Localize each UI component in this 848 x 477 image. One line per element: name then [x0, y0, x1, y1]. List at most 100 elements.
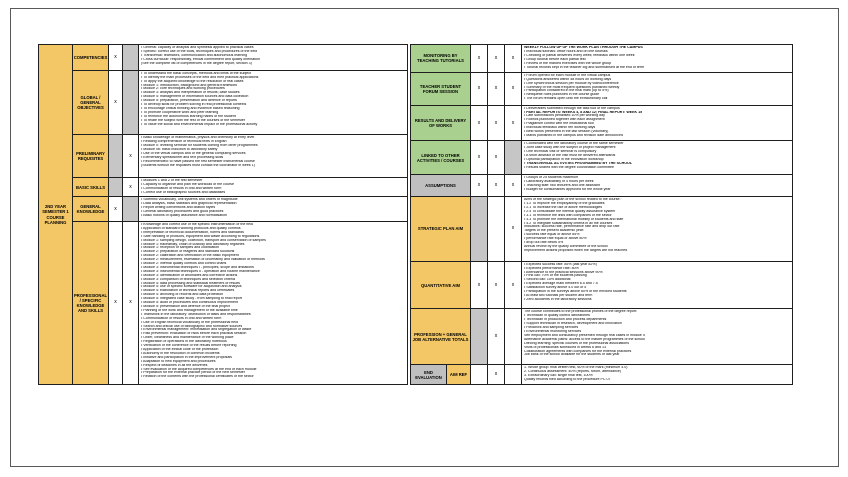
side-label-line: COURSE	[46, 214, 65, 220]
marker-mark: x	[114, 53, 117, 60]
text-line: • To develop skills for problem solving …	[141, 103, 247, 107]
marker-mark: x	[511, 85, 515, 92]
marker-cell: x	[488, 365, 505, 385]
text-line: • Rubrics published together with each a…	[524, 118, 605, 122]
text-line: • To apply the acquired knowledge to the…	[141, 79, 244, 83]
marker-cell: x	[488, 45, 505, 72]
marker-mark: x	[114, 205, 117, 212]
text-line: The course contributes to the profession…	[524, 310, 638, 314]
notes-cell: • Expected success rate: 85% (last year …	[522, 262, 792, 309]
marker-mark: x	[477, 281, 481, 288]
text-line: • Module 4: management of information so…	[141, 95, 249, 99]
marker-cell: x	[109, 70, 123, 135]
marker-cell: x	[471, 72, 488, 105]
marker-cell	[505, 141, 522, 175]
notes-cell: • Modules 1 and 2 of the first semester •…	[139, 178, 407, 196]
text-line: • Verification of the coherence of the r…	[141, 344, 237, 348]
row-label-text: ASSUMPTIONS	[425, 183, 456, 189]
text-line: • Deliverables submitted through the tas…	[524, 106, 620, 110]
marker-cell: x	[123, 221, 139, 384]
text-line: 2. Continuous assessment: 40% (reports, …	[524, 370, 622, 374]
table-row: PROFESSIONAL / SPECIFIC KNOWLEDGE AND SK…	[73, 221, 407, 384]
text-line: • Budget for consumables approved for th…	[524, 187, 611, 191]
marker-cell	[471, 365, 488, 385]
text-line: Indicators: success rate, performance ra…	[524, 225, 620, 229]
notes-cell: • Coordinated with the laboratory course…	[522, 141, 792, 174]
notes-cell: • Deliverables submitted through the tas…	[522, 106, 792, 141]
notes-cell: The course contributes to the profession…	[522, 309, 792, 364]
marker-mark: x	[511, 54, 515, 61]
text-line: • Application of standard working protoc…	[141, 226, 241, 230]
row-label: STRATEGIC PLAN AIM	[411, 197, 471, 261]
text-line: • To promote cooperative work and peer l…	[141, 110, 219, 114]
marker-cell	[471, 309, 488, 365]
text-line: • Risk prevention: evaluation of risks b…	[141, 332, 247, 336]
text-line: • success rate equal or above 85%	[524, 233, 580, 237]
text-line: • Report writing conventions and citatio…	[141, 205, 216, 209]
text-line: • Scientific vocabulary, unit systems an…	[141, 198, 238, 202]
text-line: • Reading comprehension of technical tex…	[141, 140, 227, 144]
sheet-border	[10, 8, 839, 467]
marker-cell: x	[109, 197, 123, 221]
text-line: • Groups of 25 students maximum	[524, 176, 579, 180]
text-line: • General: capacity of analysis and synt…	[141, 46, 254, 49]
row-label-text: STRATEGIC PLAN AIM	[417, 226, 464, 232]
marker-mark: x	[511, 281, 515, 288]
text-line: • Tutorial records kept in the teacher l…	[524, 65, 645, 69]
text-line: • TRANSVERSAL ACTIVITIES PROGRAMMED BY T…	[524, 161, 633, 165]
text-line: • Module 2: core techniques and working …	[141, 87, 225, 91]
text-line: • Module 3: instrumental techniques I - …	[141, 265, 254, 269]
marker-mark: x	[494, 54, 498, 61]
text-line: • A short abstract of the visit must be …	[524, 154, 616, 158]
text-line: • 3.1 To reinforce the links with compan…	[524, 213, 612, 217]
row-label: END EVALUATION	[411, 365, 447, 385]
text-line: Self employment and consultancy presente…	[524, 333, 645, 337]
text-line: • Participation in the surveys above 60%…	[524, 290, 627, 294]
text-line: • Module 3: identification of anomalies …	[141, 273, 238, 277]
marker-cell: x	[488, 175, 505, 197]
text-line: • Correct use of bibliographic sources a…	[141, 190, 226, 194]
table-row: COMPETENCIES x • General: capacity of anal…	[73, 45, 407, 71]
text-line: • Netiquette rules published in the cour…	[524, 93, 600, 97]
marker-mark: x	[129, 152, 132, 159]
text-line: WEEKLY FOLLOW UP OF THE WORK PLAN THROUG…	[524, 46, 643, 49]
text-line: • Coordinated with the laboratory course…	[524, 142, 624, 146]
notes-cell: WEEKLY FOLLOW UP OF THE WORK PLAN THROUG…	[522, 45, 792, 72]
text-line: • Module 4: use of specific software for…	[141, 285, 242, 289]
text-line: • To relate the subject with the rest of…	[141, 118, 246, 122]
row-label-text: GENERAL KNOWLEDGE	[76, 204, 105, 215]
text-line: • Communication of results in oral and w…	[141, 187, 222, 191]
marker-cell: x	[488, 105, 505, 141]
text-line: • Autonomy in the resolution of common i…	[141, 351, 220, 355]
marker-cell: x	[505, 72, 522, 105]
text-line: • Initiative and participation in the im…	[141, 355, 232, 359]
marker-cell	[123, 197, 139, 221]
marker-mark: x	[129, 299, 132, 306]
text-line: • Knowledge and correct use of the speci…	[141, 222, 253, 226]
text-line: Quality records filed according to the p…	[524, 377, 611, 381]
text-line: • To understand the basic concepts, meth…	[141, 71, 252, 75]
text-line: • Modules 1 and 2 of the first semester	[141, 179, 203, 183]
text-line: • 2.4 To consolidate the internal qualit…	[524, 209, 616, 213]
marker-cell: x	[123, 178, 139, 197]
text-line: • Optional participation in the innovati…	[524, 158, 604, 162]
marker-mark: x	[129, 183, 132, 190]
text-line: • Planning of the work and management of…	[141, 308, 238, 312]
row-label: COMPETENCIES	[73, 45, 109, 70]
row-label-text: END EVALUATION	[415, 369, 442, 380]
row-label: GLOBAL / GENERAL OBJECTIVES	[73, 70, 109, 135]
text-line: • 3.3 To promote the international mobil…	[524, 217, 624, 221]
marker-mark: x	[494, 182, 498, 189]
text-line: • Fieldwork and sampling services	[524, 326, 579, 330]
text-line: • The forum remains open until the extra…	[524, 97, 608, 101]
text-line: • Environmental management: minimisation…	[141, 328, 252, 332]
text-line: • Laboratory availability of 4 hours per…	[524, 180, 594, 184]
text-line: • Module 0: levelling seminar for studen…	[141, 144, 258, 148]
marker-mark: x	[511, 182, 515, 189]
text-line: • One technical visit or seminar is comp…	[524, 150, 597, 154]
text-line: • Individual tutorials: office hours and…	[524, 49, 608, 53]
text-line: • To identify the main processes of the …	[141, 75, 259, 79]
